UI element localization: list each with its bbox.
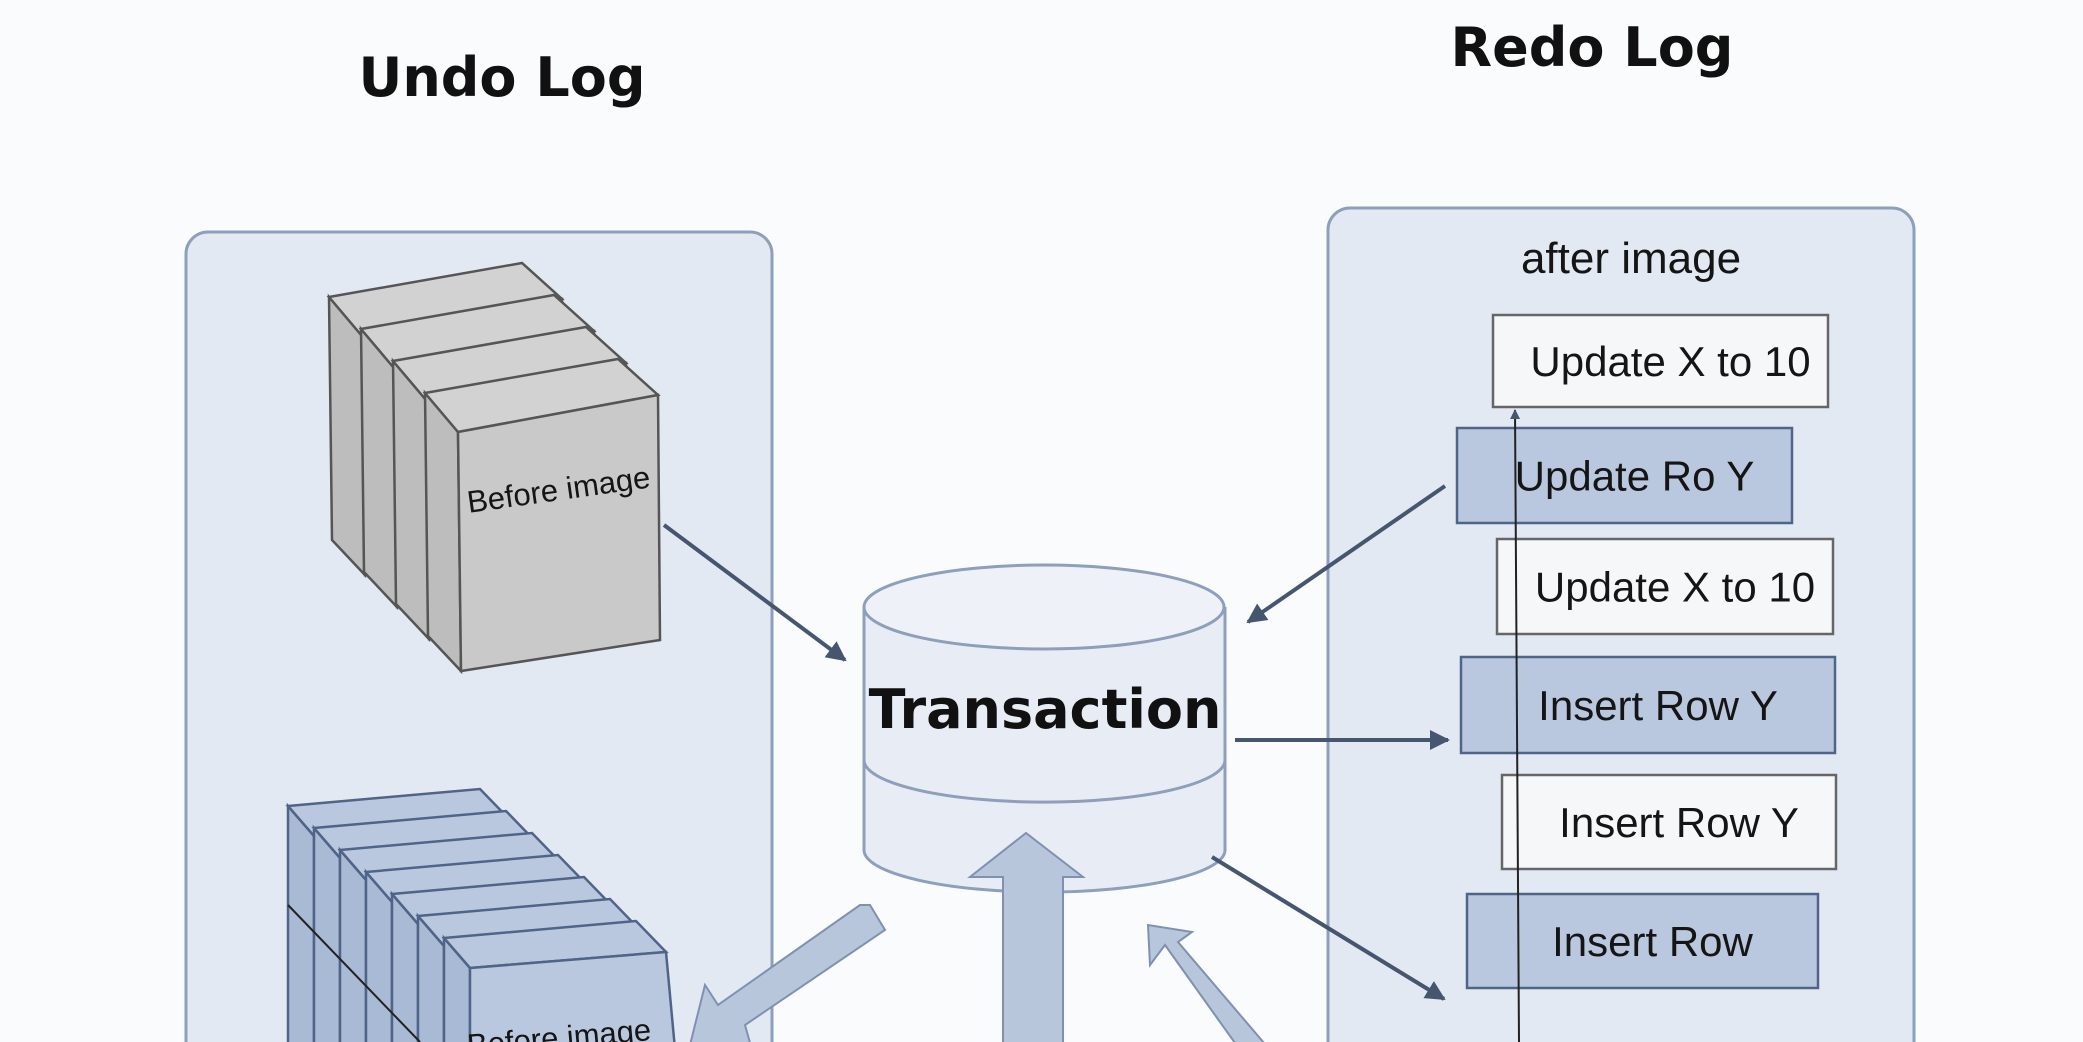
- redo-entry-box: [1455, 426, 1794, 525]
- arrow-update-to-transaction: [1246, 484, 1447, 624]
- gray-slab-side: [359, 325, 399, 611]
- redo-entries: Update X to 10 Update Ro Y Update X to 10 I…: [1455, 313, 1838, 990]
- redo-entry-box: [1491, 313, 1830, 409]
- redo-entry-label: Insert Row Y: [1559, 799, 1799, 846]
- redo-entry-box: [1495, 537, 1835, 636]
- gray-slab-front: [456, 393, 662, 673]
- redo-entry-label: Update X to 10: [1530, 338, 1810, 385]
- redo-entry-box: [1459, 655, 1837, 755]
- redo-entry-label: Update X to 10: [1535, 564, 1815, 611]
- redo-entry-label: Update Ro Y: [1515, 453, 1755, 500]
- redo-entry-box: [1465, 892, 1820, 990]
- redo-entry-label: Insert Row Y: [1538, 682, 1778, 729]
- arrow-before-image-to-transaction: [662, 523, 847, 662]
- redo-entry-box: [1500, 773, 1838, 871]
- blue-slab-side: [338, 846, 368, 1042]
- undo-log-title: Undo Log: [358, 46, 645, 109]
- before-image-stack-blue: [285, 787, 676, 1042]
- hollow-arrow-up: [967, 831, 1086, 1042]
- blue-slab-side: [286, 802, 316, 1042]
- hollow-arrow-up-left: [1146, 923, 1265, 1042]
- redo-entry-label: Insert Row: [1552, 918, 1753, 965]
- before-image-stack-gray: [326, 261, 662, 675]
- arrow-transaction-to-insert-row: [1210, 855, 1446, 1001]
- gray-slab-side: [327, 293, 367, 579]
- gray-slab-side: [423, 389, 463, 675]
- vertical-arrow: [1510, 409, 1521, 1042]
- blue-slab-front: [468, 950, 676, 1042]
- gray-slab-side: [391, 357, 431, 643]
- transaction-label: Transaction: [869, 678, 1222, 741]
- stack-line: [287, 904, 421, 1042]
- redo-log-title: Redo Log: [1451, 16, 1734, 79]
- transaction-cylinder: [862, 563, 1227, 894]
- hollow-arrow-down-left: [689, 904, 887, 1042]
- after-image-label: after image: [1521, 234, 1741, 283]
